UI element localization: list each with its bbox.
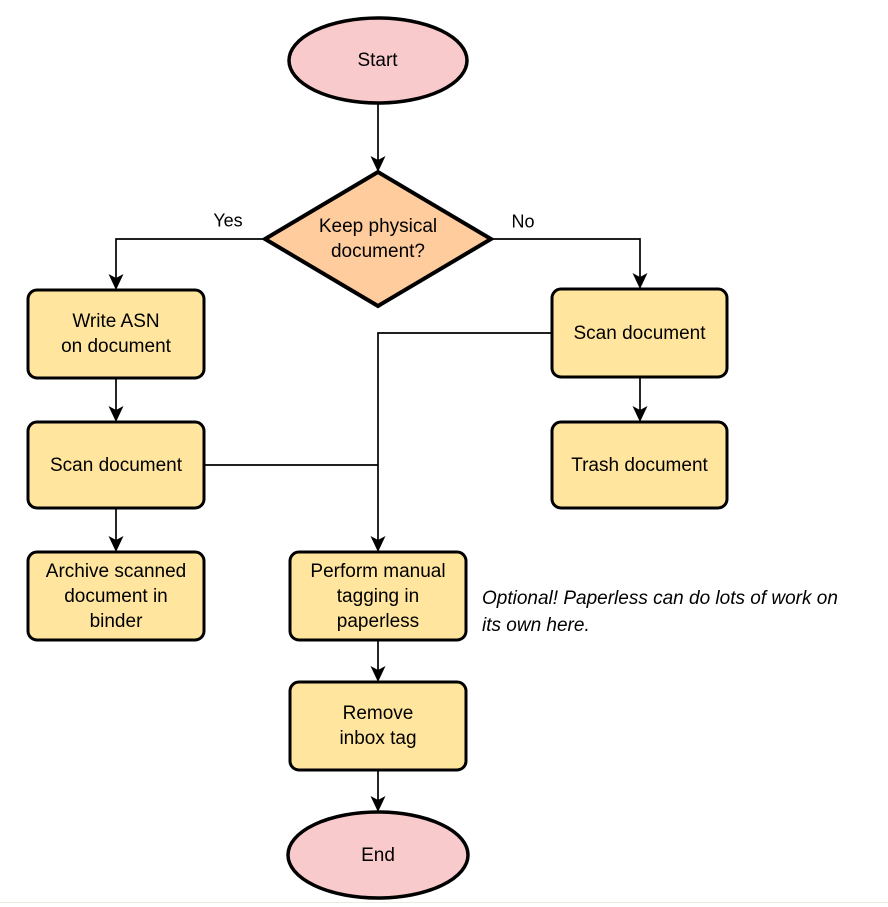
scan-right-node	[550, 287, 729, 379]
decision-node	[261, 169, 495, 309]
arrowhead	[632, 406, 648, 422]
remove-inbox-node	[288, 680, 468, 772]
arrowhead	[370, 536, 386, 552]
edge-label-yes: Yes	[213, 210, 243, 231]
edge-decision-write-asn-yes	[115, 238, 265, 284]
arrowhead	[370, 666, 386, 682]
archive-node	[26, 550, 206, 642]
scan-left-node	[26, 420, 206, 510]
bottom-edge-divider	[0, 902, 888, 903]
edge-decision-scan-right-no	[491, 238, 641, 283]
arrowhead	[108, 274, 124, 290]
arrowhead	[370, 796, 386, 812]
arrowhead	[370, 156, 386, 172]
end-node	[286, 810, 470, 900]
edges	[115, 103, 641, 806]
arrowhead	[632, 273, 648, 289]
arrowhead	[108, 536, 124, 552]
optional-annotation: Optional! Paperless can do lots of work …	[482, 588, 838, 636]
write-asn-node	[26, 288, 206, 380]
perform-tagging-node	[288, 550, 468, 642]
start-node	[287, 16, 469, 105]
arrowheads	[108, 156, 648, 812]
edge-scan-right-perform	[377, 332, 552, 546]
trash-node	[550, 420, 729, 510]
arrowhead	[108, 406, 124, 422]
edge-label-no: No	[511, 211, 535, 232]
